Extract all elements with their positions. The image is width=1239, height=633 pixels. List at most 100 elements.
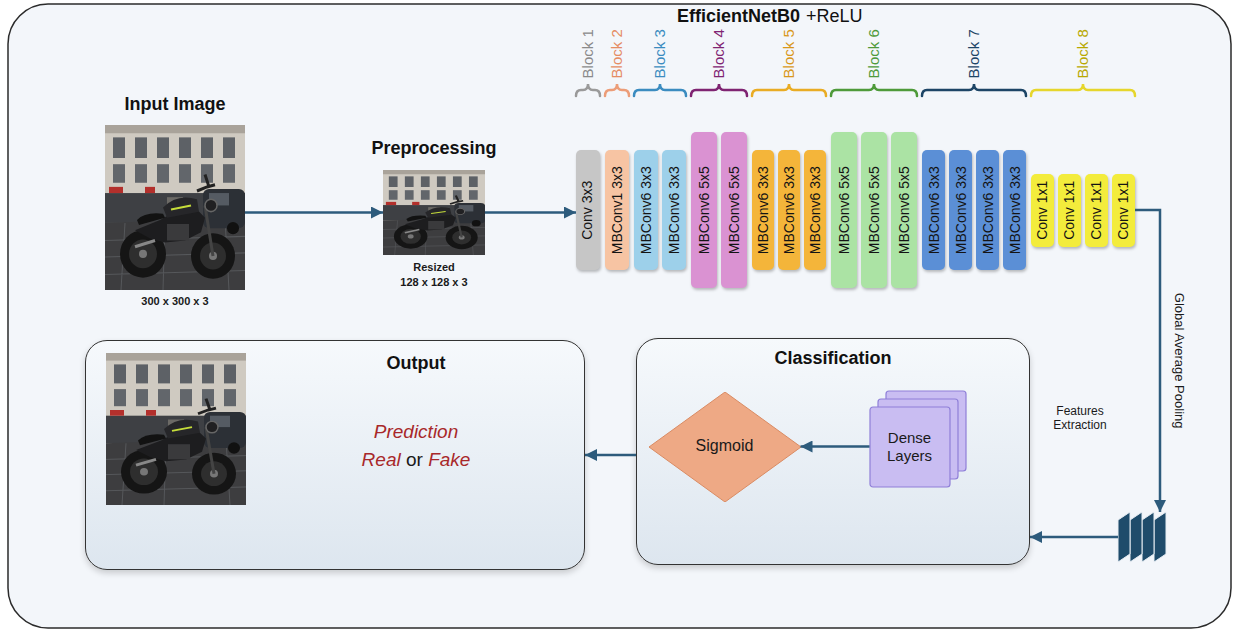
word	[423, 449, 428, 470]
feature-map	[1130, 512, 1142, 562]
text-slot: 128 x 128 x 3	[400, 276, 467, 289]
feature-map	[1118, 512, 1130, 562]
motorcycle-photo	[105, 125, 245, 290]
panel-title: Output	[316, 353, 516, 374]
layer-label: MBConv6 3x3	[666, 166, 683, 254]
text-slot: Output	[316, 353, 516, 374]
flow-arrow	[1030, 536, 1118, 539]
layer-box: Conv 1x1	[1058, 174, 1081, 247]
block-label: Block 1	[579, 29, 597, 78]
layer-box: MBConv6 5x5	[691, 132, 717, 288]
layer-label: MBConv6 3x3	[952, 166, 969, 254]
layer-box: MBConv1 3x3	[605, 150, 629, 270]
text-slot: Classification	[637, 348, 1029, 369]
brace	[691, 84, 747, 96]
outer-frame	[8, 4, 1231, 628]
decision-diamond	[649, 392, 801, 502]
layer-box: MBConv6 3x3	[922, 150, 945, 270]
panel-title: Classification	[637, 348, 1029, 369]
sigmoid-label: Sigmoid	[696, 437, 754, 456]
word: Fake	[428, 449, 470, 470]
dimension-caption: 300 x 300 x 3	[141, 295, 208, 308]
feature-map	[1154, 512, 1166, 562]
feature-map-stack	[1118, 512, 1170, 562]
preprocessed-image: PreprocessingResized128 x 128 x 3	[383, 170, 485, 255]
layer-label: Conv 1x1	[1088, 180, 1105, 239]
layer-box: MBConv6 3x3	[804, 150, 826, 270]
layer-label: MBConv6 5x5	[696, 166, 713, 254]
text-slot: Real or Fake	[316, 449, 516, 471]
output-panel: OutputPredictionReal or Fake	[85, 340, 585, 570]
brace	[922, 84, 1026, 96]
motorcycle-photo	[383, 170, 485, 255]
layer-label: MBConv6 5x5	[866, 166, 883, 254]
dense-layer	[870, 407, 950, 487]
dense-label: Dense Layers	[876, 429, 944, 464]
text-slot: Prediction	[316, 421, 516, 443]
text-slot: Preprocessing	[371, 138, 496, 159]
flow-arrow	[1135, 210, 1160, 512]
text-slot: 300 x 300 x 3	[141, 295, 208, 308]
layer-box: MBConv6 3x3	[662, 150, 686, 270]
layer-label: MBConv6 5x5	[836, 166, 853, 254]
layer-box: MBConv6 5x5	[891, 132, 917, 288]
dimension-caption: 128 x 128 x 3	[400, 276, 467, 289]
motorcycle-photo	[106, 353, 246, 505]
block-label: Block 3	[651, 29, 669, 78]
flow-arrow	[801, 445, 870, 448]
text-slot: Resized	[413, 261, 455, 274]
brace	[605, 84, 629, 96]
photo-frame	[106, 353, 246, 505]
layer-box: MBConv6 3x3	[752, 150, 774, 270]
text-slot: Input Image	[124, 94, 225, 115]
feature-map	[1142, 512, 1154, 562]
layer-box: MBConv6 3x3	[949, 150, 972, 270]
layer-box: MBConv6 5x5	[721, 132, 747, 288]
layer-label: MBConv6 3x3	[1006, 166, 1023, 254]
network-title: +ReLU	[806, 6, 863, 27]
word: Real	[362, 449, 401, 470]
label-slot: EfficientNetB0	[677, 6, 800, 27]
layer-label: Conv 1x1	[1061, 180, 1078, 239]
dense-layers-box: Dense Layers	[870, 407, 950, 487]
brace	[752, 84, 826, 96]
flow-arrow	[585, 454, 636, 457]
block-label: Block 6	[865, 29, 883, 78]
layer-label: MBConv6 3x3	[925, 166, 942, 254]
block-braces	[576, 84, 1135, 96]
brace	[831, 84, 917, 96]
layer-label: Conv 1x1	[1034, 180, 1051, 239]
caption: Resized	[413, 261, 455, 274]
layer-label: MBConv6 5x5	[726, 166, 743, 254]
layer-label: MBConv6 3x3	[807, 166, 824, 254]
layer-box: MBConv6 3x3	[778, 150, 800, 270]
photo-frame	[383, 170, 485, 255]
block-label: Block 5	[780, 29, 798, 78]
layer-box: MBConv6 5x5	[831, 132, 857, 288]
layer-label: MBConv6 5x5	[896, 166, 913, 254]
layer-box: Conv 1x1	[1085, 174, 1108, 247]
word	[401, 449, 406, 470]
photo-frame	[105, 125, 245, 290]
prediction-classes: Real or Fake	[316, 449, 516, 471]
layer-box: MBConv6 3x3	[1003, 150, 1026, 270]
block-label: Block 2	[608, 29, 626, 78]
layer-label: MBConv6 3x3	[979, 166, 996, 254]
block-label: Block 8	[1074, 29, 1092, 78]
image-heading: Preprocessing	[371, 138, 496, 159]
edge-label: Global Average Pooling	[1172, 293, 1187, 429]
layer-box: Conv 1x1	[1031, 174, 1054, 247]
flow-arrow	[245, 211, 383, 214]
layer-box: MBConv6 5x5	[861, 132, 887, 288]
layer-box: Conv 1x1	[1112, 174, 1135, 247]
brace	[576, 84, 600, 96]
flow-arrow	[485, 211, 576, 214]
brace	[1031, 84, 1135, 96]
block-label: Block 7	[965, 29, 983, 78]
feature-maps: Features Extraction	[1118, 512, 1170, 562]
layer-label: MBConv1 3x3	[609, 166, 626, 254]
word: or	[406, 449, 423, 470]
layer-label: MBConv6 3x3	[755, 166, 772, 254]
